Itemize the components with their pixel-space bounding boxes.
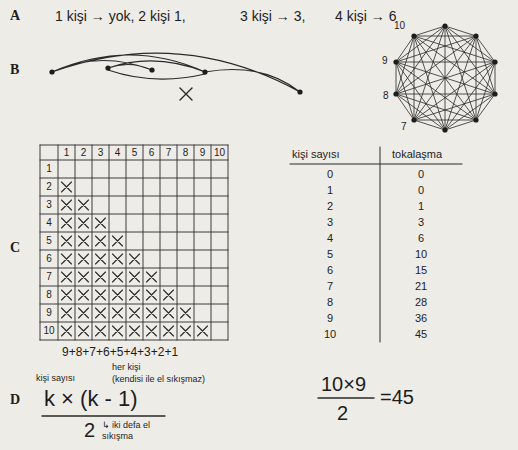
handshake-arcs: [52, 53, 300, 92]
grid-row-number: 10: [40, 325, 58, 337]
annotation-text: kişi sayısı: [36, 373, 75, 384]
grid-row-number: 4: [40, 217, 58, 229]
table-cell: 1: [310, 184, 350, 197]
table-cell: 3: [396, 216, 446, 229]
table-cell: 10: [310, 328, 350, 341]
row-letter: D: [10, 392, 20, 409]
person-dot: [473, 117, 478, 122]
table-cell: 5: [310, 248, 350, 261]
grid-header-number: 1: [58, 147, 75, 159]
table-cell: 28: [396, 296, 446, 309]
formula-text: 10×9: [321, 372, 366, 396]
grid-lines: [40, 145, 228, 340]
grid-row-number: 8: [40, 289, 58, 301]
cross-mark: [180, 88, 192, 100]
person-dot: [393, 59, 398, 64]
grid-row-number: 5: [40, 235, 58, 247]
person-dot: [202, 69, 207, 74]
note-text: 3 kişi → 3,: [240, 8, 305, 25]
grid-row-number: 1: [40, 163, 58, 175]
fraction-bar: [42, 415, 165, 416]
person-dot: [442, 127, 447, 132]
table-cell: 6: [396, 232, 446, 245]
person-dot: [492, 91, 497, 96]
grid-header-number: 6: [143, 147, 160, 159]
formula-text: k × (k - 1): [44, 386, 138, 412]
table-cell: 7: [310, 280, 350, 293]
table-cell: 4: [310, 232, 350, 245]
table-cell: 3: [310, 216, 350, 229]
table-rules: [290, 147, 462, 342]
formula-text: 2: [84, 418, 95, 442]
grid-header-number: 5: [126, 147, 143, 159]
grid-header-number: 2: [75, 147, 92, 159]
grid-header-number: 9: [194, 147, 211, 159]
formula-text: 2: [337, 401, 348, 425]
annotation-text: (kendisi ile el sıkışmaz): [112, 374, 205, 385]
table-cell: 2: [310, 200, 350, 213]
person-dot: [49, 69, 54, 74]
table-header: kişi sayısı: [292, 148, 340, 161]
grid-row-number: 2: [40, 181, 58, 193]
person-dot: [297, 89, 302, 94]
fraction-bar: [318, 397, 374, 398]
note-text: 4 kişi → 6: [335, 8, 396, 25]
row-letter: B: [10, 62, 19, 79]
row-letter: A: [10, 8, 20, 25]
table-cell: 6: [310, 264, 350, 277]
table-cell: 36: [396, 312, 446, 325]
person-dot: [411, 117, 416, 122]
table-cell: 45: [396, 328, 446, 341]
person-dot: [105, 65, 110, 70]
grid-row-number: 6: [40, 253, 58, 265]
formula-text: =45: [380, 385, 414, 409]
annotation-text: her kişi: [112, 362, 141, 373]
table-cell: 0: [310, 168, 350, 181]
sum-text: 9+8+7+6+5+4+3+2+1: [62, 345, 178, 359]
note-text: 1 kişi → yok, 2 kişi 1,: [55, 8, 186, 25]
person-dot: [492, 59, 497, 64]
table-cell: 15: [396, 264, 446, 277]
person-dot: [473, 33, 478, 38]
grid-header-number: 4: [109, 147, 126, 159]
person-dot: [442, 23, 447, 28]
person-dots: [49, 23, 497, 132]
grid-header-number: 8: [177, 147, 194, 159]
grid-header-number: 10: [211, 147, 228, 159]
grid-header-number: 7: [160, 147, 177, 159]
table-cell: 10: [396, 248, 446, 261]
grid-header-number: 3: [92, 147, 109, 159]
table-cell: 21: [396, 280, 446, 293]
table-cell: 0: [396, 184, 446, 197]
annotation-text: ↳ iki defa el sıkışma: [102, 420, 166, 442]
table-cell: 9: [310, 312, 350, 325]
vertex-number: 10: [394, 20, 405, 32]
row-letter: C: [10, 240, 20, 257]
grid-crosses: [62, 182, 208, 336]
vertex-number: 7: [401, 121, 407, 133]
table-cell: 0: [396, 168, 446, 181]
person-dot: [393, 91, 398, 96]
grid-row-number: 9: [40, 307, 58, 319]
table-cell: 1: [396, 200, 446, 213]
vertex-number: 8: [383, 90, 389, 102]
person-dot: [149, 67, 154, 72]
handshake-chords: [396, 26, 495, 130]
person-dot: [411, 33, 416, 38]
grid-row-number: 7: [40, 271, 58, 283]
table-cell: 8: [310, 296, 350, 309]
vertex-number: 9: [382, 55, 388, 67]
grid-row-number: 3: [40, 199, 58, 211]
table-header: tokalaşma: [392, 148, 442, 161]
